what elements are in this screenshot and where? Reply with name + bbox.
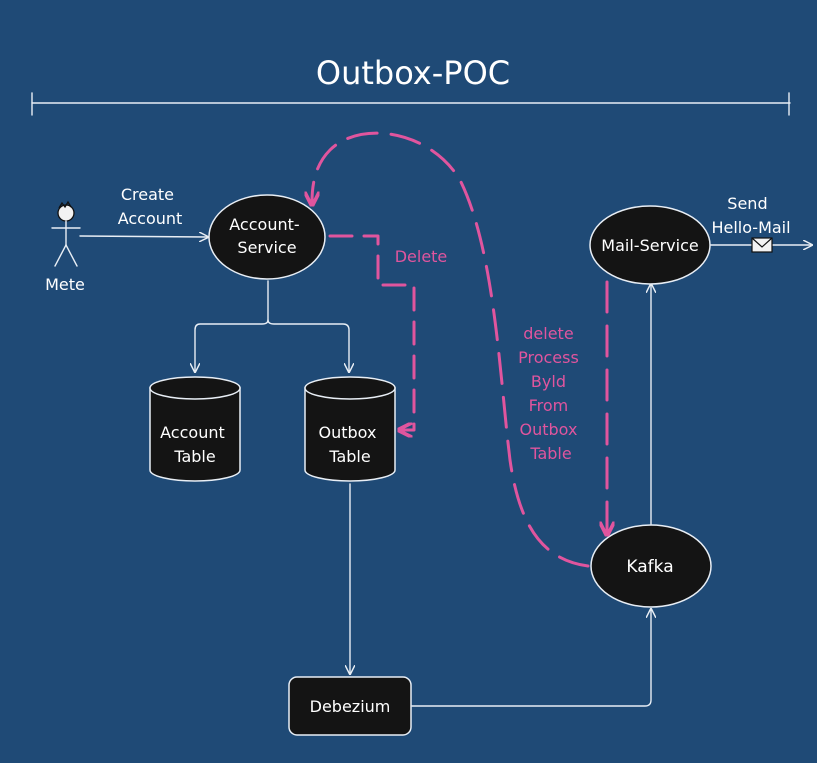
- svg-text:Kafka: Kafka: [626, 557, 673, 577]
- edge-account-service-to-tables: [195, 280, 349, 372]
- svg-text:Account Table: Account Table: [160, 423, 230, 466]
- node-outbox-table[interactable]: Outbox Table: [304, 376, 396, 482]
- edge-label-delete: Delete: [395, 247, 448, 266]
- title-underline: [31, 92, 791, 116]
- node-kafka[interactable]: Kafka: [590, 524, 712, 608]
- edge-delete-to-outbox: [328, 234, 416, 430]
- edge-label-delete-process: delete Process Byld From Outbox Table: [518, 324, 584, 463]
- edge-actor-to-account-service: [79, 236, 208, 237]
- stick-figure-icon: [51, 200, 81, 267]
- envelope-icon: [751, 237, 773, 253]
- actor-name: Mete: [45, 275, 85, 294]
- edge-kafka-loop-to-account-service: [312, 131, 590, 568]
- node-mail-service[interactable]: Mail-Service: [589, 205, 711, 285]
- svg-text:Outbox Table: Outbox Table: [318, 423, 381, 466]
- edge-label-create-account: Create Account: [118, 185, 183, 228]
- node-debezium[interactable]: Debezium: [288, 676, 412, 736]
- node-account-service[interactable]: Account- Service: [208, 194, 326, 280]
- svg-text:Mail-Service: Mail-Service: [601, 236, 698, 255]
- svg-text:Debezium: Debezium: [310, 697, 391, 716]
- svg-text:Account- Service: Account- Service: [229, 215, 304, 257]
- node-account-table[interactable]: Account Table: [149, 376, 241, 482]
- diagram-title: Outbox-POC: [316, 54, 510, 92]
- edge-debezium-to-kafka: [411, 609, 651, 707]
- edge-label-send-mail: Send Hello-Mail: [711, 194, 790, 237]
